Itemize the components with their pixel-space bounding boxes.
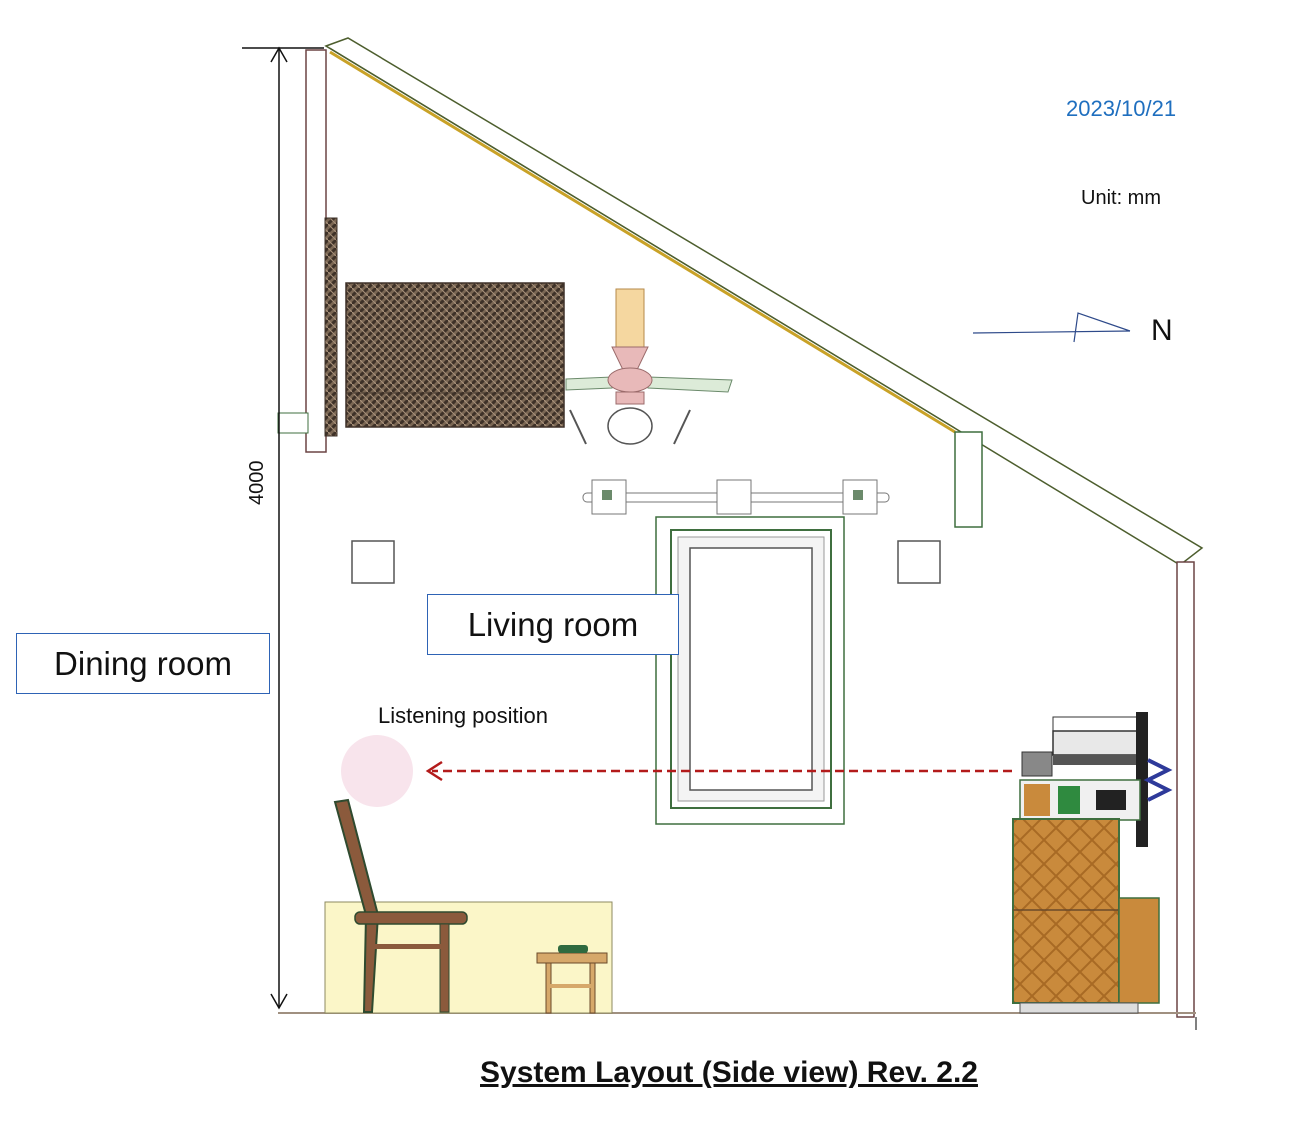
wall-panel bbox=[324, 217, 338, 437]
side-table-icon bbox=[536, 945, 608, 1014]
living-room-text: Living room bbox=[467, 605, 639, 643]
wall-outlet-right bbox=[897, 540, 941, 584]
curtain-rail-icon bbox=[582, 479, 890, 515]
living-room-label: Living room bbox=[427, 594, 679, 655]
unit-label: Unit: mm bbox=[1081, 187, 1161, 209]
right-wall bbox=[1176, 561, 1197, 1030]
sloped-roof bbox=[324, 37, 1204, 566]
wall-outlet-left bbox=[351, 540, 395, 584]
dining-room-text: Dining room bbox=[54, 644, 232, 682]
audio-system-icon bbox=[1012, 712, 1173, 1014]
north-label: N bbox=[1151, 314, 1173, 347]
ceiling-fan-icon bbox=[565, 288, 733, 445]
page-title: System Layout (Side view) Rev. 2.2 bbox=[480, 1056, 978, 1089]
listening-position-marker bbox=[341, 735, 413, 807]
height-dimension-label: 4000 bbox=[246, 460, 268, 506]
listening-position-label: Listening position bbox=[378, 703, 549, 728]
height-dimension-line bbox=[242, 46, 324, 1010]
left-wall bbox=[277, 49, 327, 453]
date-label: 2023/10/21 bbox=[1066, 96, 1177, 121]
chair-icon bbox=[333, 798, 468, 1013]
dining-room-label: Dining room bbox=[16, 633, 270, 694]
air-conditioner-icon bbox=[345, 282, 565, 428]
sound-direction-arrow bbox=[425, 760, 1012, 782]
window-icon bbox=[655, 516, 845, 825]
north-arrow-icon bbox=[972, 312, 1131, 343]
